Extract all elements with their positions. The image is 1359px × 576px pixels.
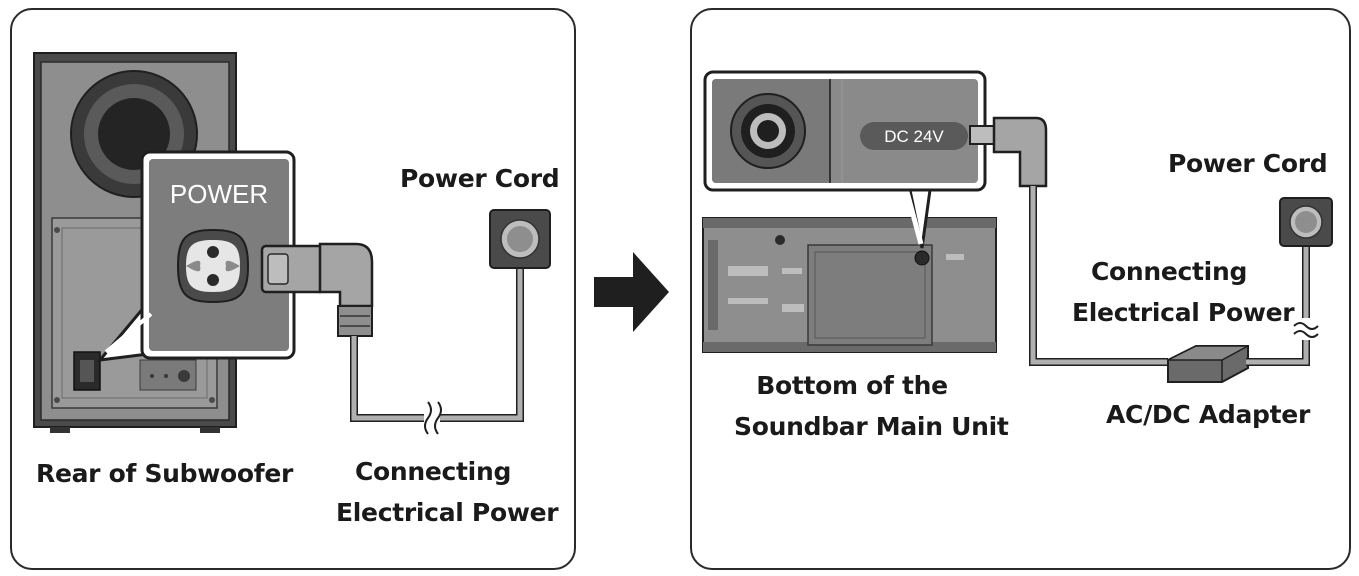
power-cord-icon <box>350 268 524 435</box>
subwoofer-label: Rear of Subwoofer <box>36 459 294 488</box>
power-cord-label: Power Cord <box>400 164 560 193</box>
power-plug-icon <box>260 242 374 337</box>
ac-inlet-icon <box>176 228 250 304</box>
power-cord-label-right: Power Cord <box>1168 149 1328 178</box>
next-step-arrow-icon <box>594 252 669 332</box>
adapter-label: AC/DC Adapter <box>1106 400 1310 429</box>
ac-dc-adapter-icon <box>1167 345 1249 383</box>
wall-outlet-icon <box>489 209 551 269</box>
connecting-power-label-left: Connecting Electrical Power <box>336 457 559 527</box>
power-port-label: POWER <box>170 179 268 209</box>
power-cord-right-icon <box>1246 246 1319 366</box>
dc-port-callout <box>703 70 987 249</box>
connecting-power-label-right: Connecting Electrical Power <box>1072 257 1295 327</box>
soundbar-bottom-icon <box>702 217 997 353</box>
dc-cable-icon <box>1029 186 1168 366</box>
soundbar-connection-panel <box>690 8 1351 570</box>
dc-24v-label-badge <box>860 122 968 150</box>
dc-plug-icon <box>969 116 1048 188</box>
wall-outlet-right-icon <box>1279 197 1333 247</box>
soundbar-label: Bottom of the Soundbar Main Unit <box>734 371 1009 441</box>
dc-port-label: DC 24V <box>884 127 944 146</box>
